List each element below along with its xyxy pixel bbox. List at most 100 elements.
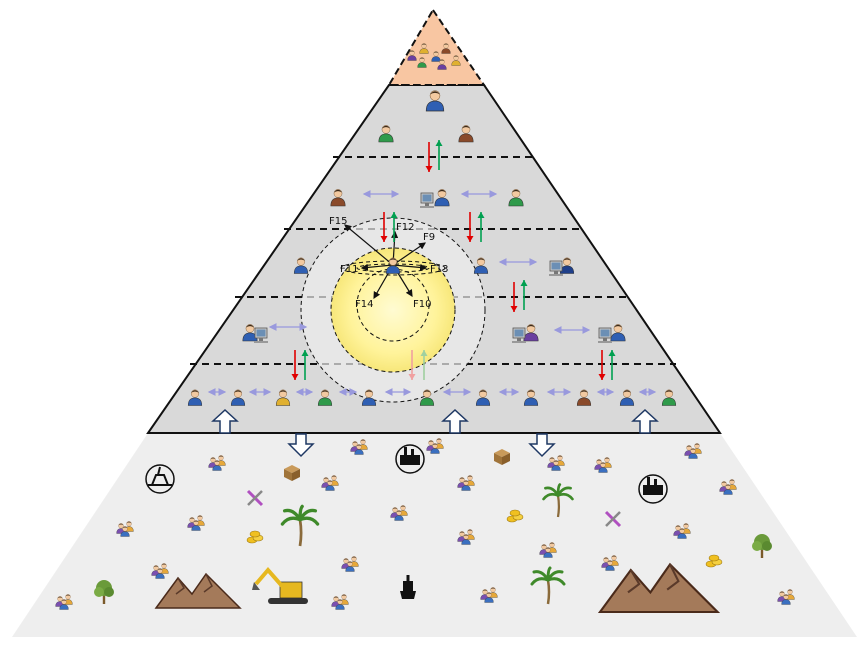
person-icon — [378, 125, 394, 143]
apex-person-icon — [417, 57, 427, 68]
down-arrow — [380, 212, 388, 242]
ground-person-group-icon — [187, 515, 205, 531]
palm-tree-icon — [542, 483, 574, 518]
leader-person-icon — [425, 90, 445, 112]
ground-person-group-icon — [151, 563, 169, 579]
label-f11: F11 — [340, 264, 358, 275]
person-icon — [159, 563, 169, 574]
box-icon — [284, 465, 300, 481]
tools-icon — [246, 489, 264, 507]
factory-icon — [395, 444, 425, 474]
worker-person-icon — [361, 389, 377, 406]
ground-person-group-icon — [684, 443, 702, 459]
person-icon — [688, 448, 698, 459]
ground-person-group-icon — [601, 555, 619, 571]
person-icon — [155, 568, 165, 579]
worker-person-icon — [419, 389, 435, 406]
apex-person-icon — [437, 59, 447, 70]
ground-person-group-icon — [547, 455, 565, 471]
ground-person-group-icon — [350, 439, 368, 455]
ground-layer — [12, 433, 857, 637]
vertical-arrows — [291, 140, 616, 380]
worker-person-icon — [187, 389, 203, 406]
person-icon — [551, 460, 561, 471]
ground-person-group-icon — [55, 594, 73, 610]
ground-person-group-icon — [457, 529, 475, 545]
box-icon — [494, 449, 510, 465]
apex-person-icon — [407, 50, 417, 61]
ship-icon — [400, 575, 416, 599]
mountains-icon — [154, 572, 242, 609]
coins-icon — [705, 554, 723, 568]
person-icon — [394, 510, 404, 521]
faded-down-arrow — [408, 350, 416, 380]
coins-icon — [246, 530, 264, 544]
computer-workstation-icon — [512, 327, 526, 343]
mountains-icon — [597, 562, 721, 614]
person-icon — [345, 561, 355, 572]
flow-labels: F15 F12 F9 F11 F13 F14 F10 — [329, 216, 448, 310]
ground-person-group-icon — [116, 521, 134, 537]
apex-person-icon — [419, 43, 429, 54]
pyramid-apex — [387, 8, 486, 86]
up-arrow — [301, 350, 309, 380]
label-f13: F13 — [430, 264, 448, 275]
person-icon — [559, 257, 575, 274]
person-icon — [605, 560, 615, 571]
person-icon — [120, 526, 130, 537]
up-arrow — [520, 280, 528, 310]
person-icon — [461, 534, 471, 545]
person-icon — [59, 599, 69, 610]
upward-flow-arrow — [441, 408, 469, 434]
faded-up-arrow — [420, 350, 428, 380]
computer-workstation-icon — [549, 260, 563, 276]
ground-person-group-icon — [457, 475, 475, 491]
person-icon — [723, 484, 733, 495]
apex-person-icon — [451, 55, 461, 66]
label-f9: F9 — [423, 232, 435, 243]
label-f14: F14 — [355, 299, 373, 310]
worker-person-icon — [576, 389, 592, 406]
hierarchy-people — [187, 43, 677, 406]
ground-person-group-icon — [390, 505, 408, 521]
up-arrow — [390, 212, 398, 242]
worker-person-icon — [317, 389, 333, 406]
person-icon — [325, 480, 335, 491]
excavator-icon — [252, 566, 308, 604]
label-f10: F10 — [413, 299, 431, 310]
worker-person-icon — [619, 389, 635, 406]
person-icon — [473, 257, 489, 274]
person-icon — [55, 596, 65, 607]
person-icon — [484, 592, 494, 603]
person-icon — [598, 462, 608, 473]
person-icon — [354, 444, 364, 455]
worker-person-icon — [230, 389, 246, 406]
person-icon — [293, 257, 309, 274]
flow-block-arrows — [211, 408, 659, 458]
worker-person-icon — [275, 389, 291, 406]
person-icon — [335, 599, 345, 610]
up-arrow — [608, 350, 616, 380]
person-icon — [458, 125, 474, 143]
person-icon — [242, 324, 258, 342]
computer-workstation-icon — [254, 327, 268, 343]
person-icon — [508, 189, 524, 207]
ground-person-group-icon — [341, 556, 359, 572]
focus-zone — [300, 217, 486, 403]
palm-tree-icon — [530, 566, 566, 605]
worker-person-icon — [475, 389, 491, 406]
ground-person-group-icon — [539, 542, 557, 558]
ground-person-group-icon — [594, 457, 612, 473]
down-arrow — [598, 350, 606, 380]
down-arrow — [425, 142, 433, 172]
tree-icon — [752, 534, 772, 558]
ground-person-group-icon — [673, 523, 691, 539]
person-icon — [191, 520, 201, 531]
apex-person-icon — [441, 43, 451, 54]
worker-person-icon — [661, 389, 677, 406]
person-icon — [543, 547, 553, 558]
palm-tree-icon — [280, 504, 320, 547]
person-icon — [330, 189, 346, 207]
ground-objects — [55, 438, 795, 614]
apex-person-icon — [431, 51, 441, 62]
